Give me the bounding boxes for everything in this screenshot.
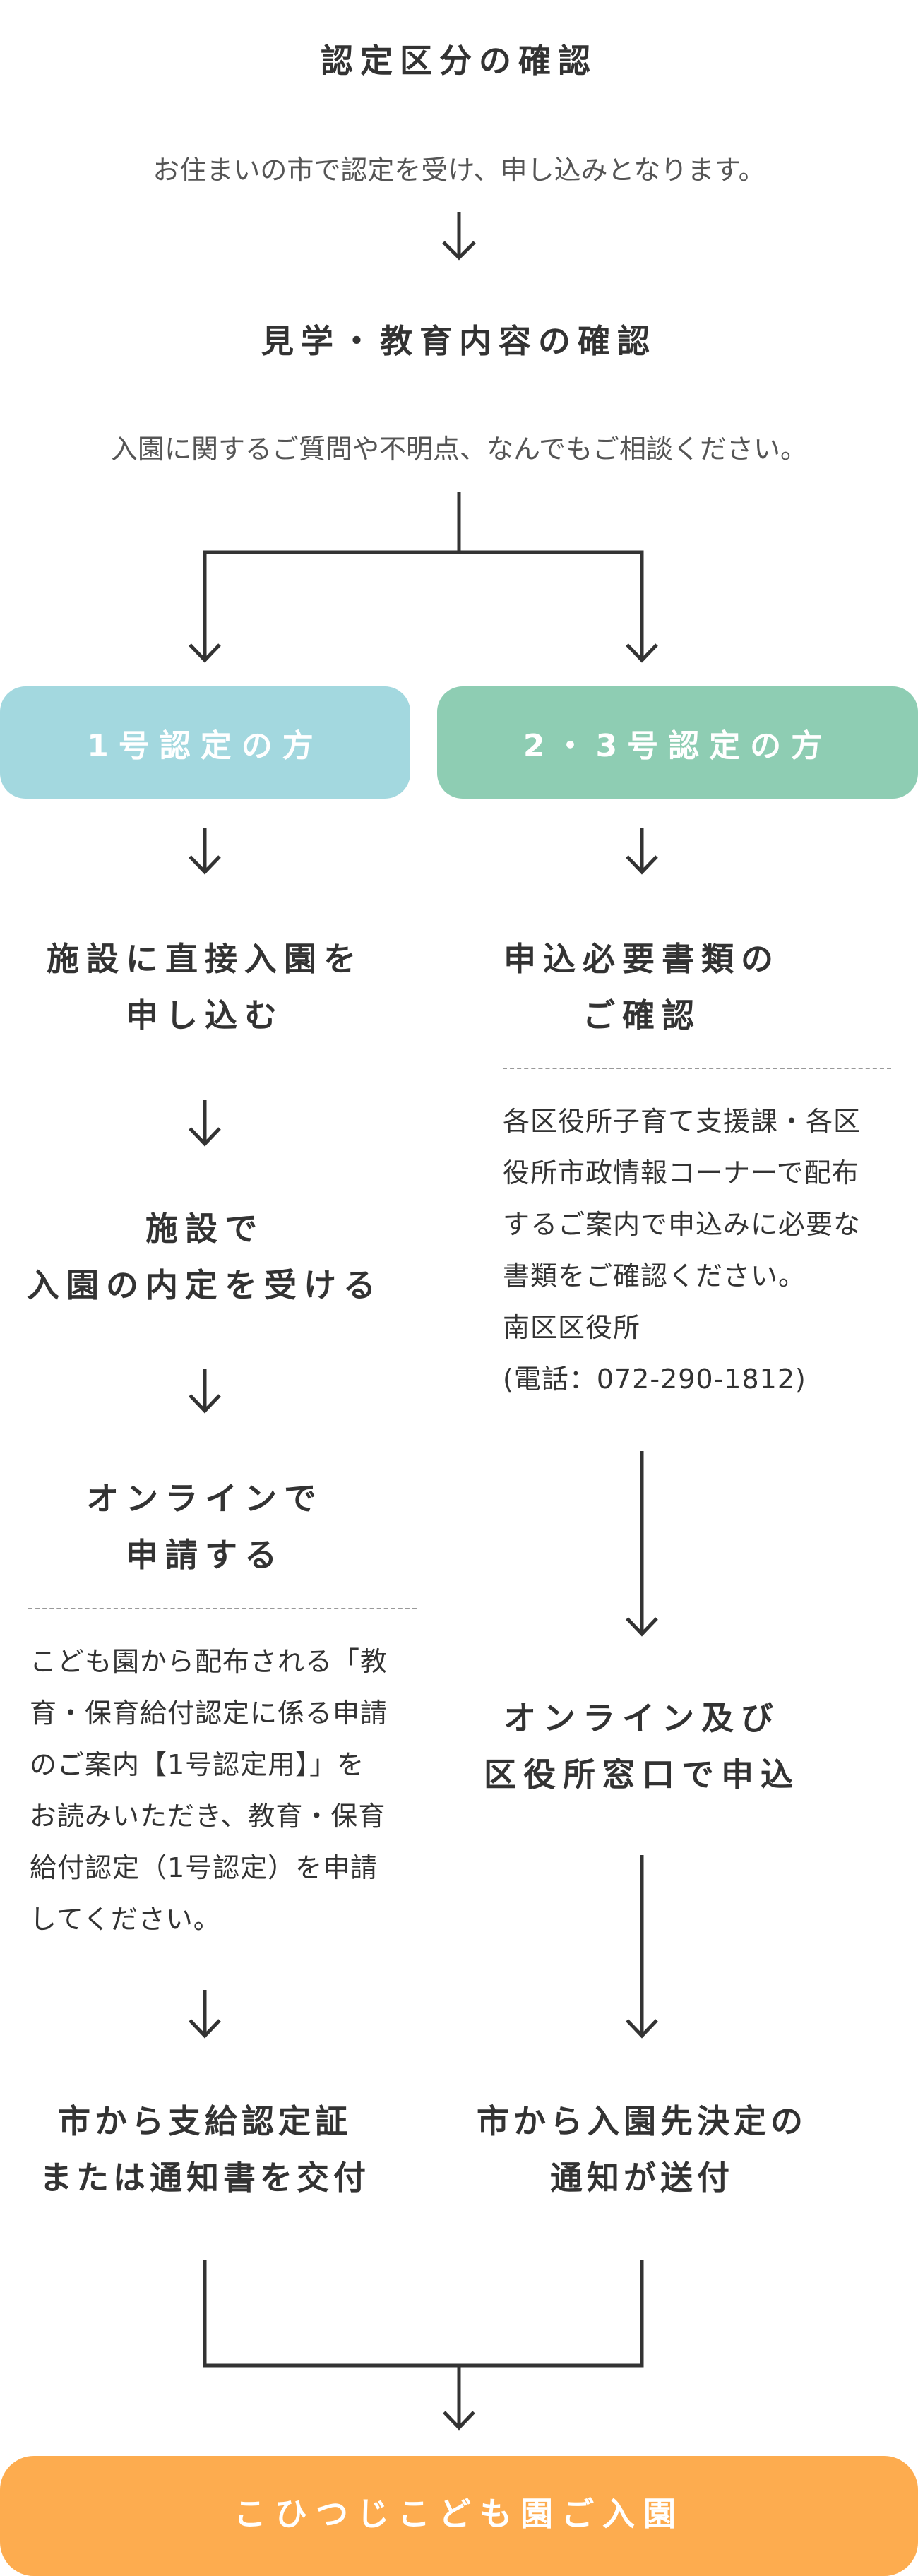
note-line: してください。 xyxy=(30,1904,221,1935)
title-line: 通知が送付 xyxy=(550,2159,734,2197)
arrow-right-2 xyxy=(626,1451,658,1637)
note-line: 給付認定（1号認定）を申請 xyxy=(30,1852,378,1883)
title-line: 市から入園先決定の xyxy=(477,2102,807,2140)
title-line: 区役所窓口で申込 xyxy=(484,1755,800,1794)
note-line: お読みいただき、教育・保育 xyxy=(30,1801,386,1832)
arrow-step1-to-step2 xyxy=(442,212,476,261)
arrow-left-4 xyxy=(189,1990,221,2039)
step-desc-certification: お住まいの市で認定を受け、申し込みとなります。 xyxy=(153,155,765,186)
title-line: 施設に直接入園を xyxy=(47,940,363,978)
final-enrollment-banner: こひつじこども園ご入園 xyxy=(0,2456,918,2576)
left-step2-title: 施設で 入園の内定を受ける xyxy=(0,1200,410,1313)
arrow-left-1 xyxy=(189,828,221,875)
phone-number: (電話：072-290-1812) xyxy=(503,1364,806,1395)
note-line: 役所市政情報コーナーで配布 xyxy=(503,1157,859,1188)
title-line: ご確認 xyxy=(583,996,701,1034)
note-line: のご案内【1号認定用】」を xyxy=(30,1749,365,1780)
step-title-certification: 認定区分の確認 xyxy=(321,42,597,80)
note-line: するご案内で申込みに必要な xyxy=(503,1209,862,1240)
left-step3-note: こども園から配布される「教 育・保育給付認定に係る申請 のご案内【1号認定用】」… xyxy=(30,1636,388,1945)
right-step2-title: オンライン及び 区役所窓口で申込 xyxy=(437,1690,847,1803)
step-desc-visit: 入園に関するご質問や不明点、なんでもご相談ください。 xyxy=(110,434,808,465)
arrow-right-3 xyxy=(626,1855,658,2039)
title-line: 申し込む xyxy=(126,996,284,1034)
arrow-left-2 xyxy=(189,1100,221,1147)
branch-type23-label: 2・3号認定の方 xyxy=(437,686,918,799)
note-line: 南区区役所 xyxy=(503,1312,641,1343)
title-line: 施設で xyxy=(145,1210,264,1248)
right-step1-note: 各区役所子育て支援課・各区 役所市政情報コーナーで配布 するご案内で申込みに必要… xyxy=(503,1096,861,1405)
note-line: 育・保育給付認定に係る申請 xyxy=(30,1698,388,1729)
title-line: 市から支給認定証 xyxy=(58,2102,352,2140)
note-line: 各区役所子育て支援課・各区 xyxy=(503,1106,862,1137)
arrow-left-3 xyxy=(189,1369,221,1414)
branch-type1-label: 1号認定の方 xyxy=(0,686,410,799)
arrow-to-right-branch xyxy=(626,643,658,663)
left-step1-title: 施設に直接入園を 申し込む xyxy=(0,931,410,1044)
left-step3-title: オンラインで 申請する xyxy=(0,1470,410,1583)
arrow-to-left-branch xyxy=(189,643,221,663)
title-line: 申請する xyxy=(126,1536,284,1574)
title-line: オンライン及び xyxy=(503,1699,780,1737)
right-step1-title: 申込必要書類の ご確認 xyxy=(437,931,847,1044)
arrow-right-1 xyxy=(626,828,658,875)
branch-merge-connector xyxy=(203,2260,644,2431)
title-line: オンラインで xyxy=(86,1479,323,1517)
left-step4-title: 市から支給認定証 または通知書を交付 xyxy=(0,2093,410,2206)
divider xyxy=(503,1068,891,1069)
step-title-visit: 見学・教育内容の確認 xyxy=(261,322,657,360)
title-line: 入園の内定を受ける xyxy=(27,1266,383,1304)
right-step3-title: 市から入園先決定の 通知が送付 xyxy=(437,2093,847,2206)
title-line: または通知書を交付 xyxy=(40,2159,370,2197)
note-line: こども園から配布される「教 xyxy=(30,1646,388,1677)
note-line: 書類をご確認ください。 xyxy=(503,1260,806,1292)
title-line: 申込必要書類の xyxy=(503,940,780,978)
branch-split-connector xyxy=(203,492,644,660)
divider xyxy=(28,1608,417,1609)
